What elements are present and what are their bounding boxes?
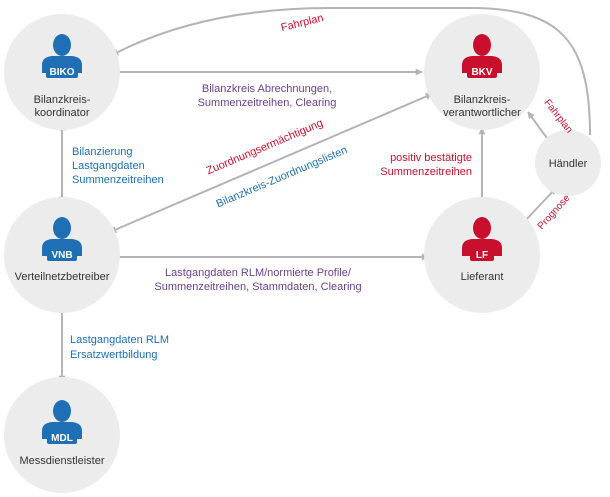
node-badge [47,430,77,444]
arrow-lf-haendler [523,187,557,223]
arrow-vnb-bkv [109,93,433,233]
label-biko-bkv-line2: Summenzeitreihen, Clearing [198,97,337,109]
node-biko: BIKO Bilanzkreis- koordinator [4,14,120,130]
node-lf: LF Lieferant [424,197,540,313]
node-badge [470,247,494,261]
node-name-line1: Händler [549,158,588,170]
node-bkv: BKV Bilanzkreis- verantwortlicher [424,14,540,130]
node-name-line1: Verteilnetzbetreiber [15,271,110,283]
label-vnb-mdl-line2: Ersatzwertbildung [70,349,157,361]
node-badge [46,64,78,78]
label-vnb-mdl-line1: Lastgangdaten RLM [70,334,169,346]
node-badge-label: MDL [51,433,73,444]
label-vnb-lf-line1: Lastgangdaten RLM/normierte Profile/ [165,267,352,279]
label-biko-bkv-line1: Bilanzkreis Abrechnungen, [202,83,332,95]
node-vnb: VNB Verteilnetzbetreiber [4,197,120,313]
label-vnb-lf-line2: Summenzeitreihen, Stammdaten, Clearing [154,281,361,293]
label-biko-vnb-line2: Lastgangdaten [72,160,145,172]
node-badge-label: BIKO [50,67,75,78]
label-lf-bkv-line1: positiv bestätigte [390,152,472,164]
node-name-line1: Messdienstleister [20,455,105,467]
node-name-line2: verantwortlicher [443,107,521,119]
node-badge-label: LF [476,250,488,261]
node-badge-label: VNB [51,250,72,261]
node-name-line1: Lieferant [461,271,504,283]
arrow-fahrplan-haendler-biko [111,7,591,136]
label-biko-vnb-line3: Summenzeitreihen [72,174,164,186]
node-name-line2: koordinator [34,107,89,119]
node-name-line1: Bilanzkreis- [454,94,511,106]
label-fahrplan-haendler: Fahrplan [541,98,574,136]
node-badge [467,64,497,78]
label-lf-bkv-line2: Summenzeitreihen [380,166,472,178]
label-prognose: Prognose [536,192,573,231]
node-mdl: MDL Messdienstleister [4,377,120,493]
node-badge-label: BKV [471,67,492,78]
node-badge [47,247,77,261]
node-name-line1: Bilanzkreis- [34,94,91,106]
label-fahrplan-top: Fahrplan [280,12,325,34]
node-haendler: Händler [535,130,601,196]
label-biko-vnb-line1: Bilanzierung [72,146,133,158]
